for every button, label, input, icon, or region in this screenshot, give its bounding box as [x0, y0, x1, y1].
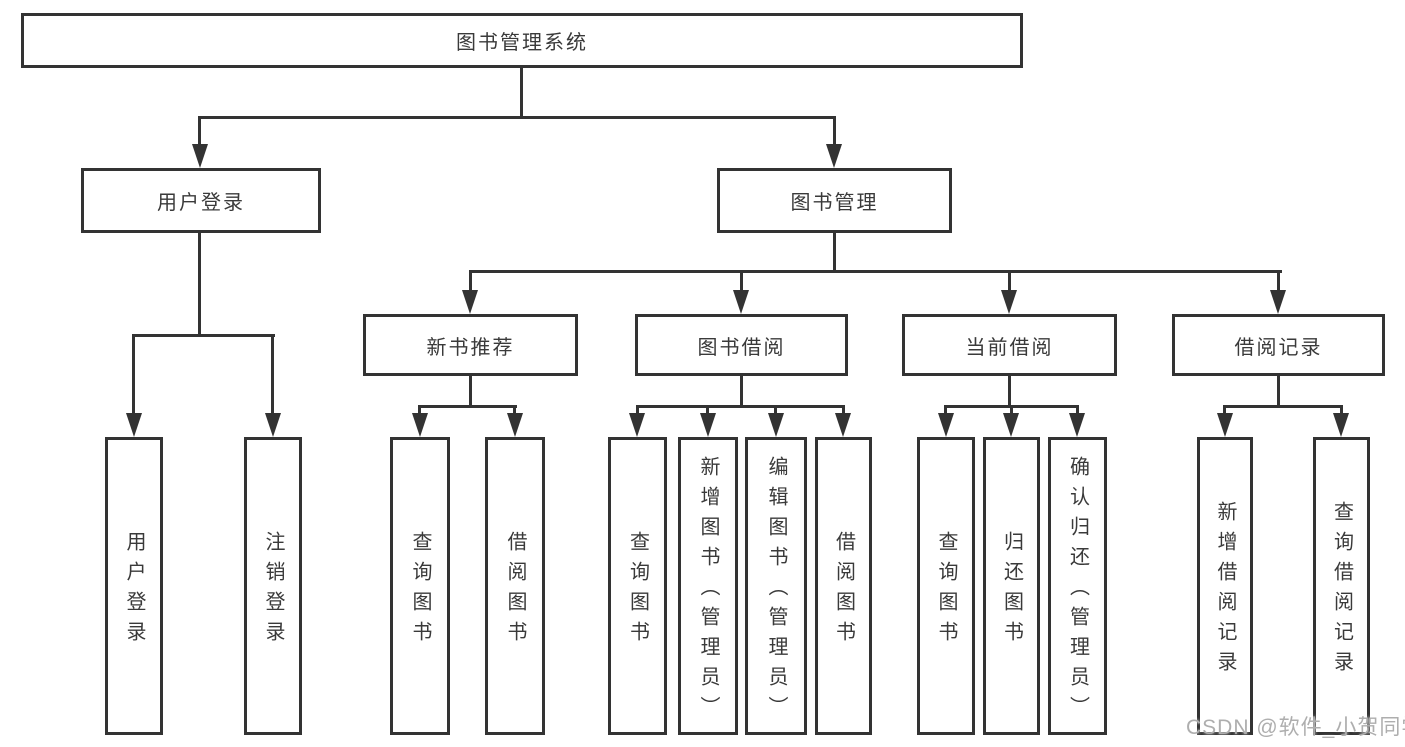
- connector-line: [833, 116, 836, 146]
- connector-line: [1223, 405, 1343, 408]
- arrowhead: [629, 413, 645, 437]
- node-new-book-recommendation: 新书推荐: [363, 314, 578, 376]
- connector-line: [1076, 405, 1079, 415]
- node-label: 用户登录: [123, 531, 145, 651]
- connector-line: [740, 376, 743, 407]
- leaf-add-book-admin: 新增图书（管理员）: [678, 437, 738, 735]
- node-current-borrowing: 当前借阅: [902, 314, 1117, 376]
- connector-line: [1277, 270, 1280, 292]
- node-label: 新增图书（管理员）: [697, 456, 719, 726]
- leaf-borrow-book: 借阅图书: [815, 437, 872, 735]
- arrowhead: [1333, 413, 1349, 437]
- node-label: 图书管理系统: [456, 32, 588, 54]
- node-label: 新书推荐: [426, 336, 515, 359]
- arrowhead: [835, 413, 851, 437]
- node-root-book-management-system: 图书管理系统: [21, 13, 1023, 68]
- arrowhead: [938, 413, 954, 437]
- arrowhead: [1069, 413, 1085, 437]
- connector-line: [198, 116, 836, 119]
- connector-line: [520, 66, 523, 118]
- node-book-management: 图书管理: [717, 168, 952, 233]
- node-label: 查询图书: [626, 531, 649, 651]
- node-book-borrowing: 图书借阅: [635, 314, 848, 376]
- leaf-return-book: 归还图书: [983, 437, 1040, 735]
- connector-line: [198, 233, 201, 336]
- node-label: 查询借阅记录: [1330, 501, 1353, 681]
- connector-line: [706, 405, 709, 415]
- node-label: 查询图书: [409, 531, 431, 651]
- arrowhead: [826, 144, 842, 168]
- node-label: 编辑图书（管理员）: [765, 456, 787, 726]
- connector-line: [1010, 405, 1013, 415]
- node-label: 借阅图书: [504, 531, 526, 651]
- leaf-confirm-return-admin: 确认归还（管理员）: [1048, 437, 1107, 735]
- connector-line: [198, 116, 201, 146]
- connector-line: [1340, 405, 1343, 415]
- node-label: 确认归还（管理员）: [1066, 456, 1089, 726]
- connector-line: [1008, 270, 1011, 292]
- arrowhead: [412, 413, 428, 437]
- arrowhead: [1003, 413, 1019, 437]
- arrowhead: [507, 413, 523, 437]
- arrowhead: [192, 144, 208, 168]
- watermark: CSDN @软件_小贺同学: [1186, 716, 1405, 739]
- leaf-borrow-book-recommend: 借阅图书: [485, 437, 545, 735]
- node-label: 用户登录: [157, 192, 245, 214]
- connector-line: [271, 334, 274, 414]
- connector-line: [1223, 405, 1226, 415]
- node-label: 新增借阅记录: [1214, 501, 1236, 681]
- leaf-edit-book-admin: 编辑图书（管理员）: [745, 437, 807, 735]
- node-user-login: 用户登录: [81, 168, 321, 233]
- connector-line: [1008, 376, 1011, 407]
- connector-line: [469, 270, 1282, 273]
- connector-line: [418, 405, 517, 408]
- node-label: 注销登录: [262, 531, 284, 651]
- leaf-query-book-borrowing: 查询图书: [608, 437, 667, 735]
- arrowhead: [462, 290, 478, 314]
- arrowhead: [700, 413, 716, 437]
- arrowhead: [1001, 290, 1017, 314]
- node-label: 图书借阅: [697, 336, 786, 359]
- leaf-query-book-current: 查询图书: [917, 437, 975, 735]
- node-borrowing-records: 借阅记录: [1172, 314, 1385, 376]
- connector-line: [740, 270, 743, 292]
- arrowhead: [733, 290, 749, 314]
- connector-line: [636, 405, 845, 408]
- connector-line: [774, 405, 777, 415]
- arrowhead: [265, 413, 281, 437]
- leaf-add-borrow-record: 新增借阅记录: [1197, 437, 1253, 735]
- connector-line: [418, 405, 421, 415]
- connector-line: [469, 270, 472, 292]
- node-label: 当前借阅: [965, 336, 1054, 359]
- leaf-query-book-recommend: 查询图书: [390, 437, 450, 735]
- arrowhead: [1217, 413, 1233, 437]
- connector-line: [132, 334, 135, 414]
- leaf-logout: 注销登录: [244, 437, 302, 735]
- connector-line: [833, 233, 836, 273]
- connector-line: [636, 405, 639, 415]
- node-label: 借阅图书: [832, 531, 855, 651]
- connector-line: [1277, 376, 1280, 407]
- arrowhead: [126, 413, 142, 437]
- node-label: 借阅记录: [1234, 336, 1323, 359]
- connector-line: [513, 405, 516, 415]
- node-label: 查询图书: [935, 531, 957, 651]
- node-label: 归还图书: [1000, 531, 1023, 651]
- connector-line: [469, 376, 472, 407]
- leaf-query-borrow-record: 查询借阅记录: [1313, 437, 1370, 735]
- arrowhead: [768, 413, 784, 437]
- leaf-user-login: 用户登录: [105, 437, 163, 735]
- node-label: 图书管理: [790, 192, 879, 214]
- arrowhead: [1270, 290, 1286, 314]
- connector-line: [842, 405, 845, 415]
- connector-line: [944, 405, 947, 415]
- connector-line: [132, 334, 275, 337]
